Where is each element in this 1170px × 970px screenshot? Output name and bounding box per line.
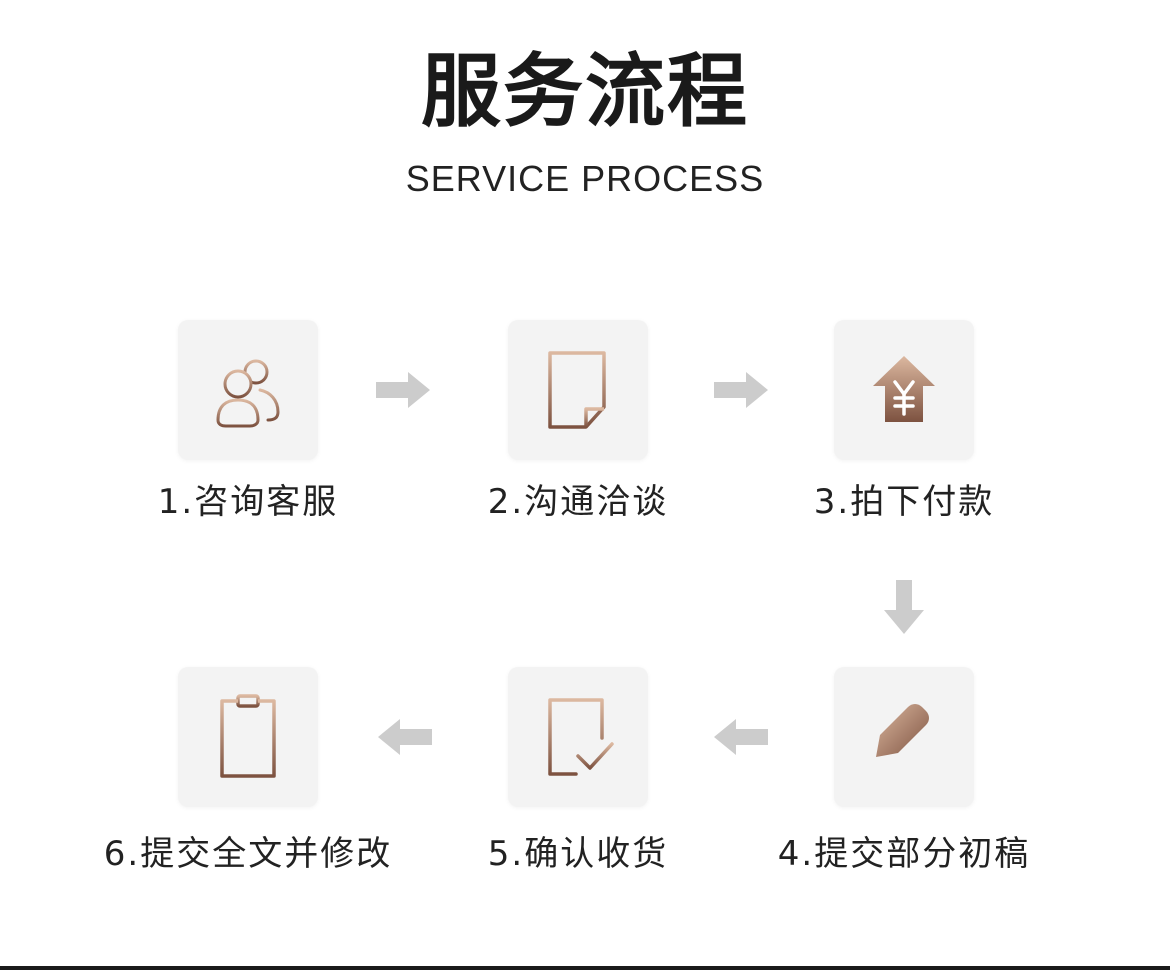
yen-house-icon bbox=[873, 356, 935, 422]
step-2 bbox=[508, 320, 648, 460]
arrow-left-icon bbox=[714, 719, 768, 755]
arrow-down-icon bbox=[884, 580, 924, 634]
step-3-label: 3.拍下付款 bbox=[813, 482, 995, 522]
step-4-card bbox=[834, 667, 974, 807]
page-subtitle: SERVICE PROCESS bbox=[405, 158, 765, 199]
step-6-label: 6.提交全文并修改 bbox=[103, 834, 393, 874]
step-4-label: 4.提交部分初稿 bbox=[777, 834, 1031, 874]
step-1 bbox=[178, 320, 318, 460]
step-6-card bbox=[178, 667, 318, 807]
bottom-divider bbox=[0, 966, 1170, 970]
step-5-card bbox=[508, 667, 648, 807]
arrow-right-icon bbox=[376, 372, 430, 408]
document-icon bbox=[548, 351, 606, 429]
checklist-icon bbox=[548, 698, 614, 776]
arrow-right-icon bbox=[714, 372, 768, 408]
step-4 bbox=[834, 667, 974, 807]
step-2-card bbox=[508, 320, 648, 460]
step-6 bbox=[178, 667, 318, 807]
clipboard-icon bbox=[220, 694, 276, 778]
page-title: 服务流程 bbox=[421, 45, 749, 138]
step-3-card bbox=[834, 320, 974, 460]
step-5-label: 5.确认收货 bbox=[487, 834, 669, 874]
step-3 bbox=[834, 320, 974, 460]
pencil-icon bbox=[863, 704, 943, 774]
step-1-label: 1.咨询客服 bbox=[157, 482, 339, 522]
step-1-card bbox=[178, 320, 318, 460]
step-5 bbox=[508, 667, 648, 807]
people-icon bbox=[216, 359, 280, 428]
arrow-left-icon bbox=[378, 719, 432, 755]
step-2-label: 2.沟通洽谈 bbox=[487, 482, 669, 522]
